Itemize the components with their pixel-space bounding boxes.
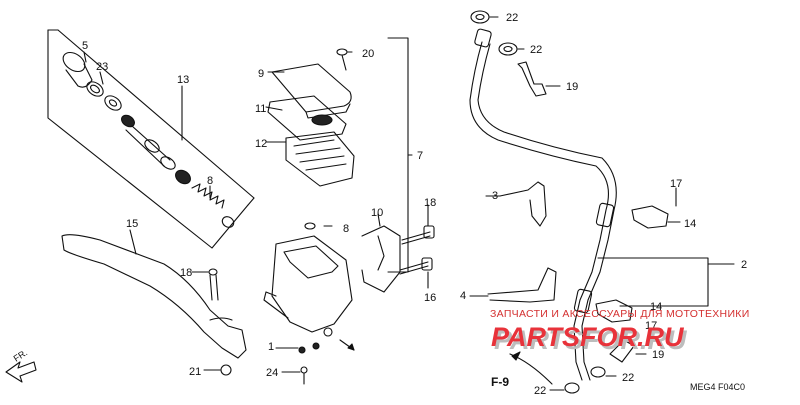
front-direction-label: FR. bbox=[12, 347, 30, 363]
reservoir-cap bbox=[271, 63, 352, 119]
callout-c16: 16 bbox=[424, 292, 436, 304]
callout-c17a: 17 bbox=[670, 178, 682, 190]
callout-c14a: 14 bbox=[684, 218, 696, 230]
callout-c18a: 18 bbox=[424, 197, 436, 209]
callout-c10: 10 bbox=[371, 207, 383, 219]
callout-c3: 3 bbox=[492, 190, 498, 202]
washer-22b bbox=[498, 42, 518, 56]
master-cylinder-body bbox=[263, 222, 355, 354]
piston-kit-frame bbox=[47, 29, 255, 249]
callout-c2: 2 bbox=[741, 259, 747, 271]
hose-guide-14a bbox=[631, 205, 669, 229]
callout-c20: 20 bbox=[362, 48, 374, 60]
callout-c7: 7 bbox=[417, 150, 423, 162]
callout-c22b: 22 bbox=[530, 44, 542, 56]
front-arrow-icon bbox=[5, 361, 37, 383]
callout-c1: 1 bbox=[268, 341, 274, 353]
hose-guide-14b bbox=[595, 299, 633, 323]
callout-c11: 11 bbox=[255, 103, 266, 115]
brake-hose bbox=[469, 28, 617, 381]
leader-7 bbox=[387, 37, 409, 273]
callout-c19a: 19 bbox=[566, 81, 578, 93]
washer bbox=[104, 95, 122, 111]
callout-labels: 22 22 19 20 9 11 12 7 5 23 13 8 8 10 18 16 15 18 1 24 21 3 4 17… bbox=[82, 12, 747, 397]
brake-lever bbox=[61, 234, 247, 359]
callout-c5: 5 bbox=[82, 40, 88, 52]
oil-bolt-19b bbox=[609, 339, 635, 363]
callout-c12: 12 bbox=[255, 138, 267, 150]
screw-24 bbox=[300, 366, 308, 385]
callout-c8a: 8 bbox=[207, 175, 213, 187]
callout-c22d: 22 bbox=[534, 385, 546, 397]
spring bbox=[191, 183, 235, 228]
callout-c22a: 22 bbox=[506, 12, 518, 24]
hose-clamp-4 bbox=[487, 267, 557, 303]
oil-bolt-19a bbox=[517, 61, 547, 97]
callout-c17b: 17 bbox=[645, 320, 657, 332]
hose-clamp-3 bbox=[499, 181, 547, 227]
bolt-16 bbox=[399, 257, 433, 275]
diaphragm bbox=[285, 131, 355, 187]
callout-c22c: 22 bbox=[622, 372, 634, 384]
pivot-bolt-18 bbox=[208, 268, 219, 301]
washer-22c bbox=[590, 366, 606, 378]
callout-c15: 15 bbox=[126, 218, 138, 230]
holder-clamp bbox=[361, 225, 401, 293]
watermark-brand-shadow: PARTSFOR.RU bbox=[494, 325, 688, 355]
piston bbox=[121, 114, 191, 185]
circlip bbox=[86, 81, 104, 97]
watermark-brand: PARTSFOR.RU bbox=[491, 322, 685, 352]
callout-c19b: 19 bbox=[652, 349, 664, 361]
callout-c14b: 14 bbox=[650, 301, 662, 313]
callout-c24: 24 bbox=[266, 367, 278, 379]
bolt-18 bbox=[401, 225, 435, 245]
callout-c23: 23 bbox=[96, 61, 108, 73]
watermark-tagline: ЗАПЧАСТИ И АКСЕССУАРЫ ДЛЯ МОТОТЕХНИКИ bbox=[490, 308, 750, 320]
ref-f9: F-9 bbox=[491, 375, 509, 389]
piston-boot bbox=[62, 51, 93, 88]
nut-21 bbox=[220, 364, 232, 376]
diaphragm-plate bbox=[267, 95, 347, 141]
drawing-code: MEG4 F04C0 bbox=[690, 382, 745, 392]
washer-22a bbox=[470, 10, 490, 24]
callout-c18b: 18 bbox=[180, 267, 192, 279]
callout-c21: 21 bbox=[189, 366, 201, 378]
callout-c4: 4 bbox=[460, 290, 466, 302]
callout-c8b: 8 bbox=[343, 223, 349, 235]
washer-22d bbox=[564, 382, 580, 394]
screw-20 bbox=[336, 48, 348, 71]
callout-c13: 13 bbox=[177, 74, 189, 86]
callout-c9: 9 bbox=[258, 68, 264, 80]
watermark: ЗАПЧАСТИ И АКСЕССУАРЫ ДЛЯ МОТОТЕХНИКИ PA… bbox=[490, 308, 750, 355]
